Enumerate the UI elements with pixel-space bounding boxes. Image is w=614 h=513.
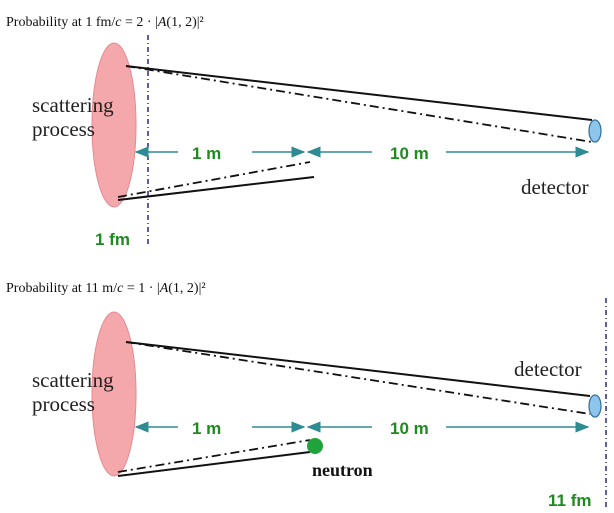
time-label: 1 fm (95, 230, 130, 249)
upper-path-solid (125, 341, 591, 397)
distance-10m-label: 10 m (390, 419, 429, 438)
lower-path-solid (117, 451, 311, 477)
neutron-dot (307, 438, 323, 454)
scattering-label-line2: process (32, 392, 95, 416)
upper-path-dashed (125, 65, 593, 143)
scattering-process-ellipse (91, 42, 137, 208)
top-panel: Probability at 1 fm/c = 2 · |A(1, 2)|² s… (6, 15, 602, 249)
neutron-label: neutron (312, 460, 373, 480)
time-label: 11 fm (548, 491, 591, 510)
lower-path-dashed (117, 439, 311, 473)
detector-label: detector (514, 357, 582, 381)
distance-10m-label: 10 m (390, 144, 429, 163)
detector-ellipse (588, 394, 602, 418)
detector-ellipse (588, 119, 602, 143)
detector-label: detector (521, 175, 589, 199)
distance-1m-label: 1 m (192, 144, 221, 163)
upper-path-dashed (125, 341, 591, 415)
scattering-process-ellipse (91, 311, 137, 477)
bottom-panel: Probability at 11 m/c = 1 · |A(1, 2)|² s… (6, 281, 607, 510)
scattering-label-line1: scattering (32, 93, 114, 117)
bottom-caption: Probability at 11 m/c = 1 · |A(1, 2)|² (6, 281, 206, 296)
distance-1m-label: 1 m (192, 419, 221, 438)
scattering-label-line1: scattering (32, 368, 114, 392)
lower-path-dashed (117, 161, 311, 198)
scattering-label-line2: process (32, 117, 95, 141)
top-caption: Probability at 1 fm/c = 2 · |A(1, 2)|² (6, 15, 204, 30)
upper-path-solid (125, 65, 593, 121)
lower-path-solid (117, 176, 315, 201)
